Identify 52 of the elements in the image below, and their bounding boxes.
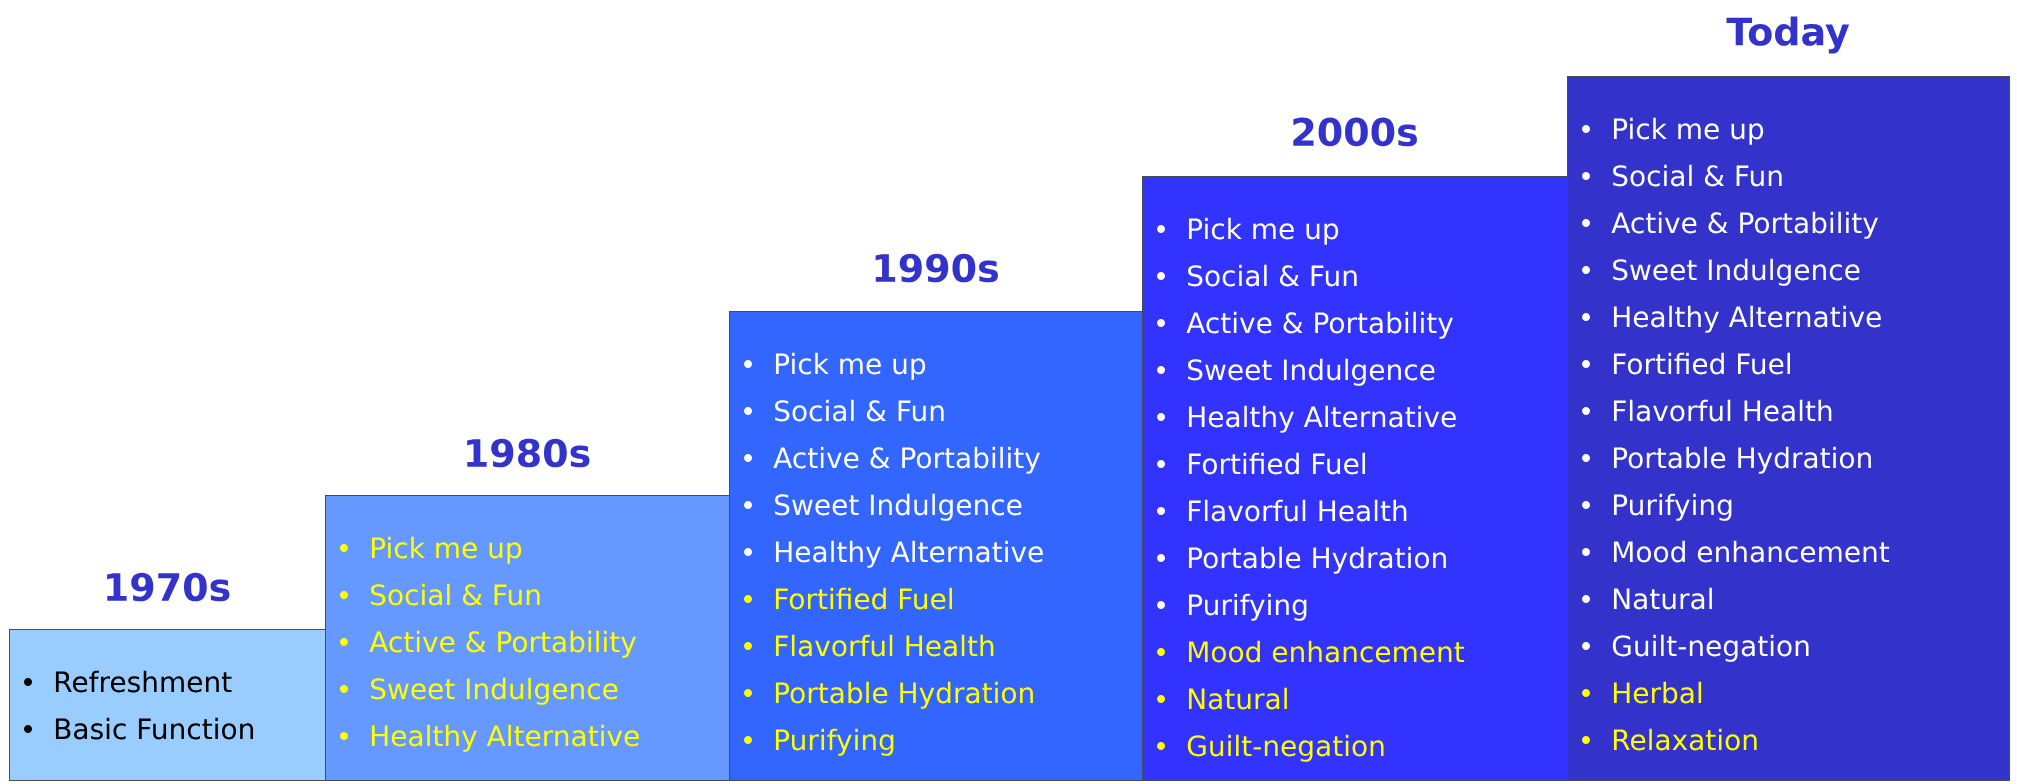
bullet-item: Mood enhancement [1582, 540, 1890, 563]
bullet-item: Social & Fun [744, 399, 944, 422]
bullet-item: Active & Portability [1582, 211, 1878, 239]
bullet-item: Portable Hydration [1157, 546, 1446, 574]
bullet-item: Pick me up [340, 536, 522, 564]
bullet-item: Purifying [1157, 593, 1307, 621]
bullet-item: Guilt-negation [1157, 734, 1384, 762]
bullet-item: Natural [1582, 587, 1712, 610]
bullet-item: Purifying [744, 728, 894, 756]
bullet-item: Sweet Indulgence [744, 493, 1022, 521]
heading: 1970s [107, 572, 230, 602]
bullet-item: Flavorful Health [744, 634, 994, 657]
bullet-item: Relaxation [1582, 728, 1757, 751]
step-box [729, 253, 1143, 781]
bullet-item: Healthy Alternative [744, 540, 1043, 568]
bullet-item: Sweet Indulgence [1157, 358, 1435, 386]
step-box [325, 438, 730, 781]
bullet-item: Healthy Alternative [1157, 405, 1456, 433]
bullet-item: Healthy Alternative [340, 724, 639, 752]
heading: Today [1726, 16, 1850, 54]
bullet-item: Healthy Alternative [1582, 305, 1881, 333]
bullet-item: Flavorful Health [1157, 499, 1407, 522]
bullet-item: Social & Fun [1582, 164, 1782, 187]
bullet-item: Active & Portability [1157, 311, 1453, 339]
bullet-item: Natural [1157, 687, 1287, 710]
bullet-item: Social & Fun [340, 583, 540, 606]
heading: 1980s [467, 438, 590, 468]
bullet-item: Guilt-negation [1582, 634, 1809, 662]
bullet-item: Social & Fun [1157, 264, 1357, 287]
bullet-item: Pick me up [744, 352, 926, 380]
bullet-item: Sweet Indulgence [340, 677, 618, 705]
bullet-item: Active & Portability [340, 630, 636, 658]
bullet-item: Purifying [1582, 493, 1732, 521]
bullet-item: Portable Hydration [744, 681, 1033, 709]
step-box [9, 572, 326, 781]
bullet-item: Fortified Fuel [744, 587, 952, 610]
heading: 2000s [1293, 117, 1417, 147]
heading: 1990s [875, 253, 998, 283]
bullet-item: Sweet Indulgence [1582, 258, 1860, 286]
step-box [1567, 16, 2011, 781]
bullet-item: Flavorful Health [1582, 399, 1832, 422]
bullet-item: Mood enhancement [1157, 640, 1465, 663]
bullet-item: Refreshment [24, 670, 232, 693]
bullet-item: Fortified Fuel [1582, 352, 1790, 375]
step-box [1142, 117, 1568, 781]
bullet-item: Portable Hydration [1582, 446, 1871, 474]
bullet-item: Basic Function [24, 717, 253, 740]
bullet-item: Pick me up [1582, 117, 1764, 145]
bullet-item: Herbal [1582, 681, 1702, 704]
bullet-item: Pick me up [1157, 217, 1339, 245]
bullet-item: Active & Portability [744, 446, 1040, 474]
bullet-item: Fortified Fuel [1157, 452, 1365, 475]
